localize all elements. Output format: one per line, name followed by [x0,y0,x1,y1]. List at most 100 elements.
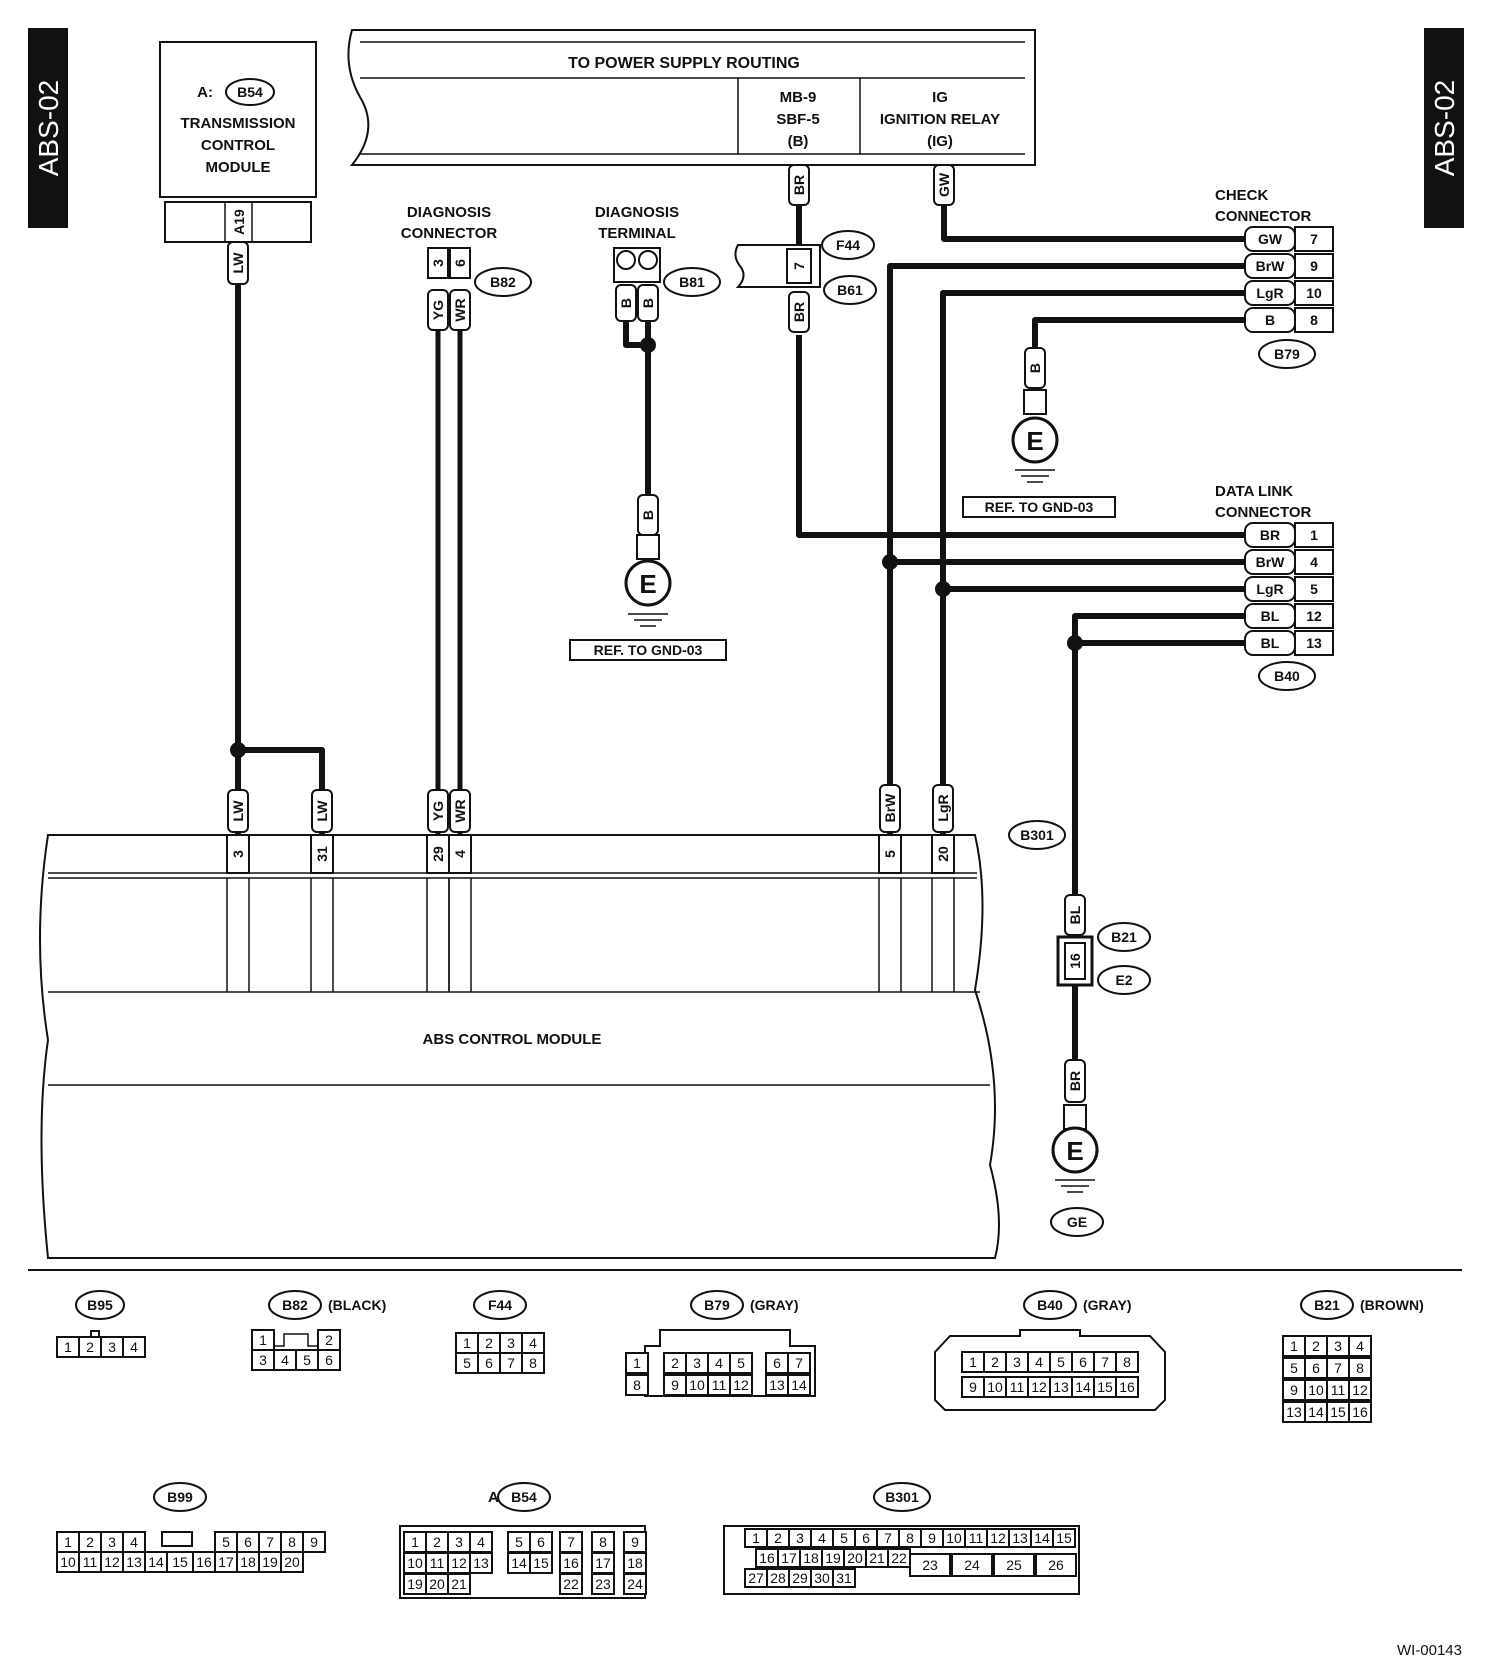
b82-color: (BLACK) [328,1297,386,1313]
b99-pin-17: 17 [218,1554,234,1570]
b301-view-pin-1: 1 [752,1530,760,1546]
b95-pin-4: 4 [130,1339,138,1355]
check-conn-wire-1: BrW [1256,258,1286,274]
b99-pin-20-cell [280,1551,304,1573]
abs-pin-1: 31 [314,846,330,862]
ground-e-1: E [639,569,656,599]
power-ig-sub: (IG) [927,133,953,150]
b54-view-pin-21-cell [447,1573,471,1595]
b95-pin-4-cell [122,1336,146,1358]
b79-view-pin-5-cell [729,1352,753,1374]
b99-pin-10: 10 [60,1554,76,1570]
b82-pin-3: 3 [259,1352,267,1368]
wire-tag-brw-abs: BrW [882,793,898,823]
b21-view-pin-1: 1 [1290,1338,1298,1354]
b301-view-pin-9: 9 [928,1530,936,1546]
b301-view-pin-4: 4 [818,1530,826,1546]
b79-view-pin-1: 1 [633,1355,641,1371]
abs-connector-id: B301 [1020,827,1054,843]
diag-conn-id: B82 [490,274,516,290]
b301-view-pin-26: 26 [1048,1557,1064,1573]
f44-view-pin-5: 5 [463,1355,471,1371]
b61-id: B61 [837,282,863,298]
b40-view-pin-12: 12 [1031,1379,1047,1395]
wire-tag-wr-abs: WR [452,799,468,822]
diag-conn-pin-6: 6 [452,259,468,267]
power-supply-title: TO POWER SUPPLY ROUTING [568,55,800,72]
wire-tag-br-ground: BR [1067,1071,1083,1091]
diag-conn-line2: CONNECTOR [401,225,498,242]
b301-view-pin-3: 3 [796,1530,804,1546]
dlc-wire-0: BR [1260,527,1280,543]
wire-tag-br-top: BR [791,175,807,195]
dlc-pin-1: 4 [1310,554,1318,570]
b54-view-pin-14: 14 [511,1555,527,1571]
b79-view-pin-4: 4 [715,1355,723,1371]
b79-view-pin-12-cell [729,1374,753,1396]
tcm-prefix: A: [197,84,213,101]
b99-pin-2: 2 [86,1534,94,1550]
b40-view-pin-6: 6 [1079,1354,1087,1370]
side-tab-right: ABS-02 [1424,28,1464,228]
b99-pin-7: 7 [266,1534,274,1550]
diag-term-line2: TERMINAL [598,225,676,242]
b54-view-pin-10: 10 [407,1555,423,1571]
b54-view-pin-8: 8 [599,1534,607,1550]
diag-conn-pin-3: 3 [430,259,446,267]
f44-view-pin-4: 4 [529,1335,537,1351]
b40-view-pin-13: 13 [1053,1379,1069,1395]
diag-term-line1: DIAGNOSIS [595,204,679,221]
b21-view-pin-15: 15 [1330,1404,1346,1420]
ground-ref-1: REF. TO GND-03 [594,642,703,658]
f44-pin: 7 [791,262,807,270]
b301-view-pin-31-cell [832,1568,856,1588]
b54-view-pin-9: 9 [631,1534,639,1550]
wire-tag-wr-top: WR [452,298,468,321]
power-mb-sub: (B) [788,133,809,150]
dlc-wire-4: BL [1261,635,1280,651]
b79-view-pin-14: 14 [791,1377,807,1393]
tcm-pin: A19 [231,209,247,235]
b301-view-pin-15-cell [1052,1528,1076,1548]
b40-view-pin-16-cell [1115,1376,1139,1398]
check-conn-wire-0: GW [1258,231,1283,247]
check-conn-pin-2: 10 [1306,285,1322,301]
diagnosis-terminal: DIAGNOSIS TERMINAL B81 [595,204,721,297]
b79-view-pin-14-cell [787,1374,811,1396]
b301-view-id: B301 [885,1489,919,1505]
b79-view-pin-10: 10 [689,1377,705,1393]
tcm-line2: CONTROL [201,137,275,154]
b99-pin-18: 18 [240,1554,256,1570]
b99-pin-20: 20 [284,1554,300,1570]
b21-view-pin-2: 2 [1312,1338,1320,1354]
diagnosis-connector: DIAGNOSIS CONNECTOR 3 6 B82 [401,204,532,297]
f44-view-pin-1: 1 [463,1335,471,1351]
wire-tag-gw-top: GW [936,172,952,197]
b79-view-pin-7: 7 [795,1355,803,1371]
b99-pin-19: 19 [262,1554,278,1570]
b79-view-pin-7-cell [787,1352,811,1374]
dlc-wire-2: LgR [1256,581,1283,597]
wire-tag-lw-abs3: LW [230,800,246,822]
b79-view-pin-2: 2 [671,1355,679,1371]
abs-title: ABS CONTROL MODULE [423,1031,602,1048]
ground-ref-2: REF. TO GND-03 [985,499,1094,515]
b21-view-pin-7: 7 [1334,1360,1342,1376]
b79-view-pin-5: 5 [737,1355,745,1371]
b54-view-pin-15-cell [529,1552,553,1574]
b21-view-pin-13: 13 [1286,1404,1302,1420]
b301-view-pin-25-cell [993,1553,1035,1577]
b301-view-pin-24-cell [951,1553,993,1577]
ground-ge-label: GE [1067,1214,1087,1230]
b301-view-pin-11: 11 [969,1530,984,1546]
b54-view-pin-3: 3 [455,1534,463,1550]
b21-e2-connector: 16 B21 E2 [1056,922,1151,995]
dlc-pin-3: 12 [1306,608,1322,624]
b40-view-pin-7: 7 [1101,1354,1109,1370]
b301-view-pin-27: 27 [748,1570,764,1586]
b82-pin-5: 5 [303,1352,311,1368]
b40-view-pin-9: 9 [969,1379,977,1395]
dlc-line2: CONNECTOR [1215,504,1312,521]
b82-pin-6: 6 [325,1352,333,1368]
